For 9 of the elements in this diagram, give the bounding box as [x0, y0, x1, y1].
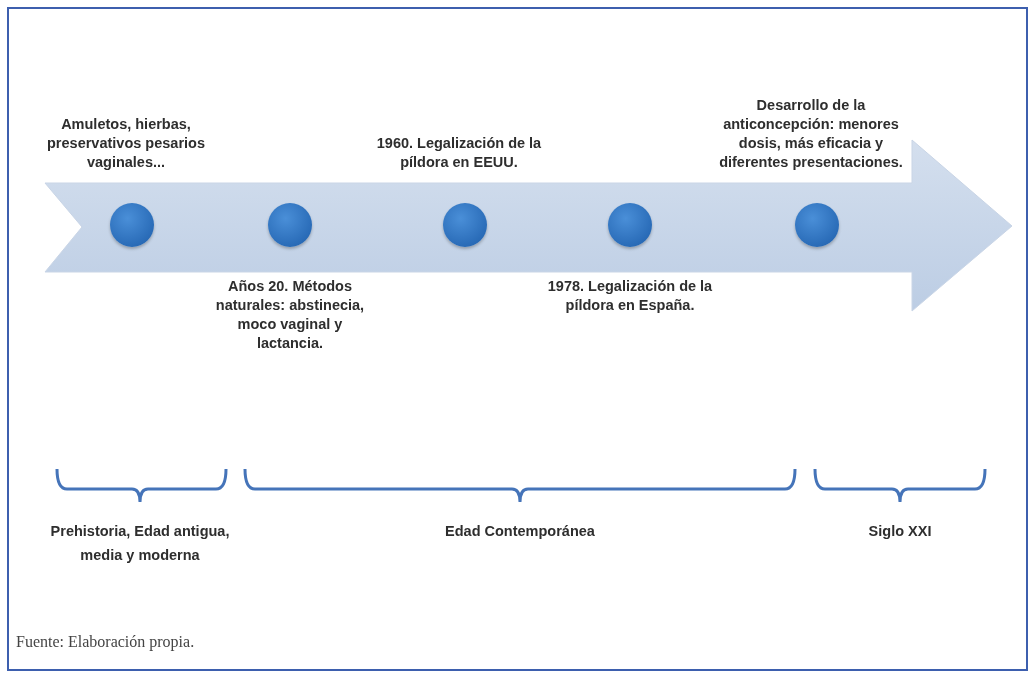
period-label: Edad Contemporánea [444, 522, 596, 541]
event-text: 1978. Legalización de la píldora en España. [546, 277, 714, 315]
event-text: Años 20. Métodos naturales: abstinecia, moco vaginal y lactancia. [214, 277, 366, 353]
period-label: Siglo XXI [867, 522, 933, 541]
period-label: Prehistoria, Edad antigua, media y moderna [49, 522, 231, 565]
event-text: Amuletos, hierbas, preservativos pesarios vaginales... [46, 115, 206, 172]
event-text: 1960. Legalización de la píldora en EEUU. [375, 134, 543, 172]
event-text: Desarrollo de la anticoncepción: menores dosis, más eficacia y diferentes presentaciones. [718, 96, 904, 172]
caption: Fuente: Elaboración propia. [16, 633, 195, 651]
